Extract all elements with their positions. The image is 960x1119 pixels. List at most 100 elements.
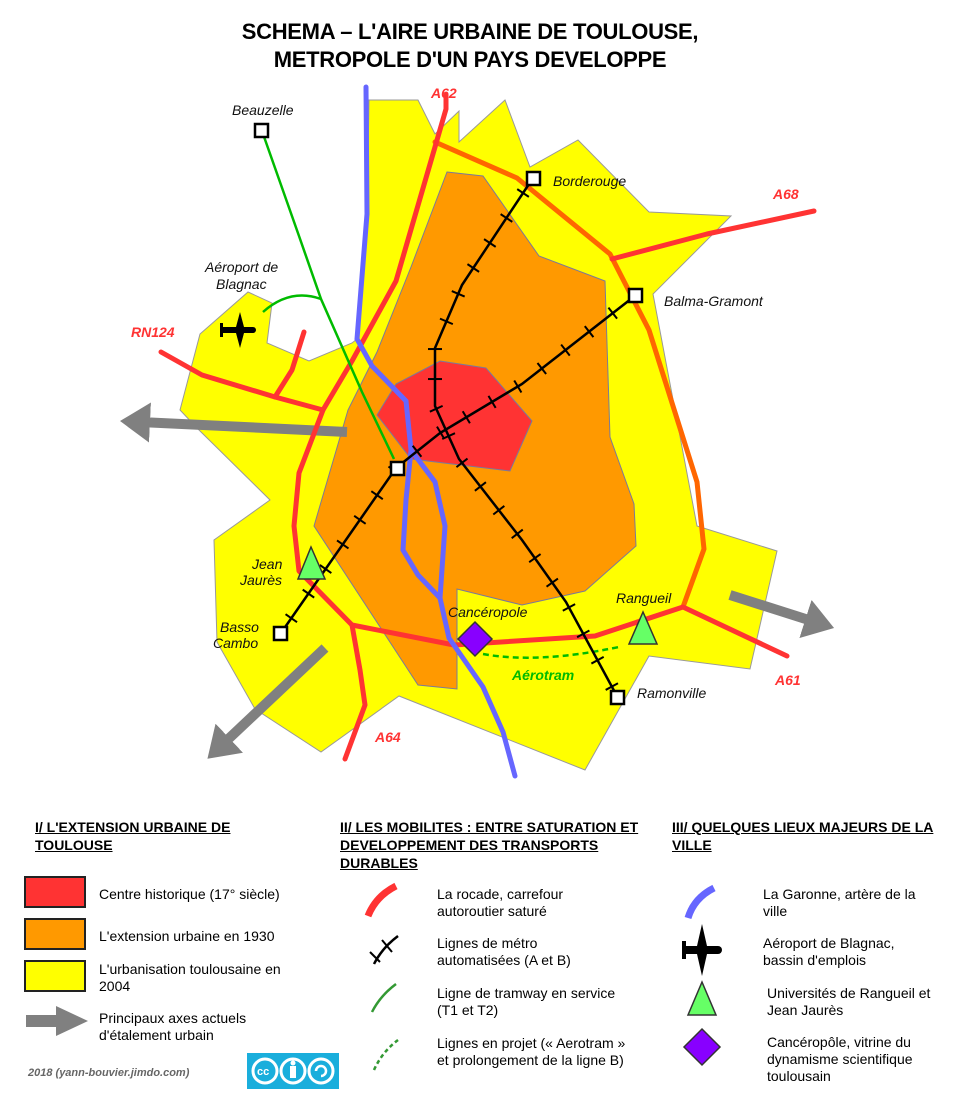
svg-text:cc: cc xyxy=(257,1066,269,1078)
map-title: SCHEMA – L'AIRE URBAINE DE TOULOUSE, MET… xyxy=(241,19,699,72)
metro-tick xyxy=(353,514,367,525)
arrow-icon xyxy=(207,644,329,759)
metro-tick xyxy=(411,445,423,458)
label-jaures: Jaurès xyxy=(239,572,282,588)
legend-1930: L'extension urbaine en 1930 xyxy=(99,928,275,944)
gray-axes-arrows xyxy=(120,402,835,759)
label-beauzelle: Beauzelle xyxy=(232,102,294,118)
legend-places-symbols xyxy=(682,884,722,1067)
diamond-icon xyxy=(682,1027,722,1067)
metro-tick xyxy=(436,426,446,440)
rocade-symbol xyxy=(364,882,398,918)
metro-tick xyxy=(545,577,559,588)
legend-garonne: La Garonne, artère de la ville xyxy=(763,886,916,919)
metro-tick xyxy=(516,188,530,198)
swatch-centre xyxy=(24,876,86,908)
triangle-icon xyxy=(296,545,327,580)
legend-section-1: I/ L'EXTENSION URBAINE DE TOULOUSE xyxy=(35,819,231,853)
a64-road xyxy=(342,622,368,762)
arrow-icon xyxy=(26,1006,88,1036)
label-borderouge: Borderouge xyxy=(553,173,626,189)
arrow-icon xyxy=(120,402,348,443)
metro-ticks xyxy=(284,188,619,691)
legend-tram: Ligne de tramway en service (T1 et T2) xyxy=(437,985,616,1018)
label-aeroport-2: Blagnac xyxy=(216,276,267,292)
aerotram-line xyxy=(482,645,620,659)
metro-symbol xyxy=(372,935,399,965)
tram-lines xyxy=(260,130,396,460)
label-rangueil: Rangueil xyxy=(616,590,672,606)
station-square-icon xyxy=(525,170,542,187)
tram-airport-branch xyxy=(262,294,322,313)
label-aeroport-1: Aéroport de xyxy=(204,259,278,275)
centre-historique-area xyxy=(376,360,533,472)
legend-projet: Lignes en projet (« Aerotram » et prolon… xyxy=(437,1035,626,1068)
tram-symbol xyxy=(370,983,397,1013)
label-a62: A62 xyxy=(430,85,457,101)
metro-tick xyxy=(584,325,595,338)
metro-tick xyxy=(302,588,315,599)
roads xyxy=(158,92,817,762)
metro-tick xyxy=(370,490,384,500)
garonne-symbol xyxy=(684,884,716,920)
project-symbol xyxy=(372,1039,399,1071)
label-a64: A64 xyxy=(374,729,401,745)
metro-tick xyxy=(451,290,466,298)
legend-2004: L'urbanisation toulousaine en 2004 xyxy=(99,961,281,994)
metro-tick xyxy=(336,539,350,550)
metro-line-b xyxy=(433,177,620,699)
airplane-icon xyxy=(682,924,722,976)
metro-tick xyxy=(455,457,469,468)
metro-tick xyxy=(605,682,619,691)
legend-aeroport: Aéroport de Blagnac, bassin d'emplois xyxy=(763,935,895,968)
metro-tick xyxy=(576,629,590,639)
label-rn124: RN124 xyxy=(131,324,175,340)
credit: 2018 (yann-bouvier.jimdo.com) xyxy=(28,1067,190,1079)
metro-tick xyxy=(528,553,542,564)
metro-tick xyxy=(441,432,456,440)
garonne-river xyxy=(354,84,518,779)
metro-tick xyxy=(590,656,605,665)
outer-ring-road xyxy=(432,139,707,610)
station-square-icon xyxy=(609,689,626,706)
legend-section-3: III/ QUELQUES LIEUX MAJEURS DE LA VILLE xyxy=(672,819,934,853)
metro-tick xyxy=(560,343,571,357)
metro-tick xyxy=(429,404,444,413)
triangle-icon xyxy=(686,980,718,1016)
legend-axes: Principaux axes actuels d'étalement urba… xyxy=(99,1010,247,1043)
diamond-icon xyxy=(456,620,494,658)
arrow-icon xyxy=(728,590,835,639)
label-cambo: Cambo xyxy=(213,635,258,651)
metro-tick xyxy=(607,307,618,320)
rn124-branch-road xyxy=(272,329,307,400)
metro-tick xyxy=(483,238,497,248)
rn124-road xyxy=(158,349,326,413)
metro-tick xyxy=(500,213,513,223)
legend-universites: Universités de Rangueil et Jean Jaurès xyxy=(767,985,931,1018)
swatch-1930 xyxy=(24,918,86,950)
legend-mobility-symbols xyxy=(364,882,399,1071)
metro-tick xyxy=(562,603,576,612)
rocade-road xyxy=(291,92,790,659)
label-a68: A68 xyxy=(772,186,799,202)
a68-road xyxy=(609,208,817,262)
legend-rocade: La rocade, carrefour autoroutier saturé xyxy=(437,886,564,919)
station-square-icon xyxy=(627,287,644,304)
label-aerotram: Aérotram xyxy=(511,667,574,683)
cc-icon: cc xyxy=(251,1057,335,1085)
station-square-icon xyxy=(389,460,406,477)
metro-tick xyxy=(536,362,547,375)
label-balma: Balma-Gramont xyxy=(664,293,764,309)
metro-tick xyxy=(487,395,497,409)
label-jean: Jean xyxy=(251,556,283,572)
legend-canceropole: Cancéropôle, vitrine du dynamisme scient… xyxy=(767,1034,913,1084)
stations xyxy=(253,122,644,706)
airplane-icon xyxy=(220,312,256,348)
metro-tick xyxy=(461,410,471,424)
label-a61: A61 xyxy=(774,672,801,688)
metro-tick xyxy=(513,379,523,394)
metro-tick xyxy=(284,613,298,624)
legend-section-2: II/ LES MOBILITES : ENTRE SATURATION ET … xyxy=(340,819,639,871)
garonne-branch xyxy=(400,449,442,600)
label-canceropole: Cancéropole xyxy=(448,604,528,620)
